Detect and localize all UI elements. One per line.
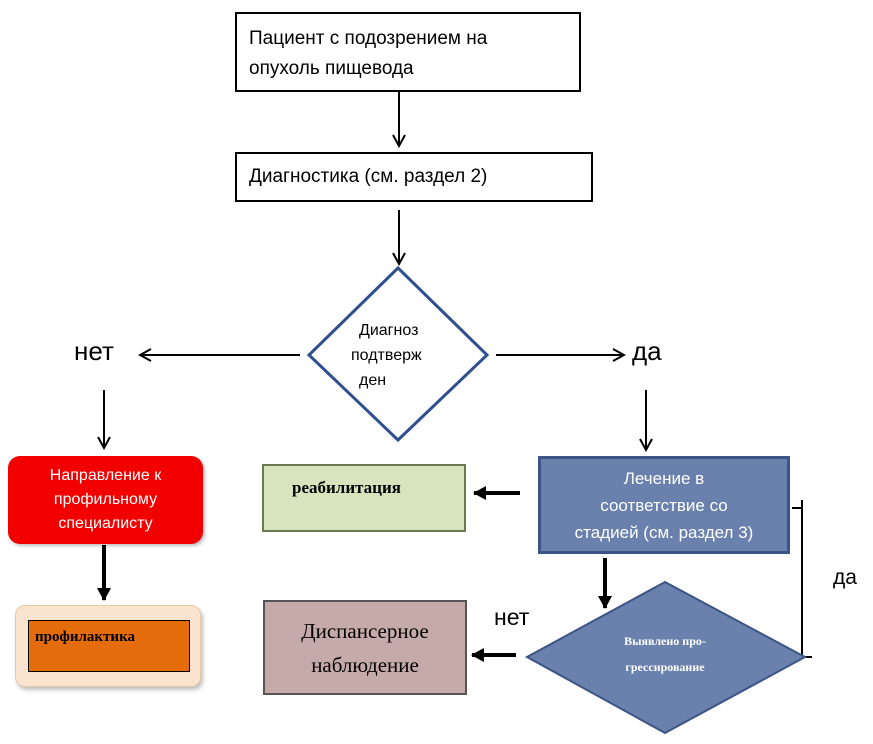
node-referral: Направление к профильному специалисту [8, 456, 203, 544]
node-prophylaxis-frame: профилактика [15, 605, 201, 687]
decision-diamond-progression [524, 580, 808, 735]
node-patient-line1: Пациент с подозрением на [249, 28, 488, 49]
node-diagnostics-label: Диагностика (см. раздел 2) [249, 166, 488, 187]
edge-label-no-bottom: нет [494, 604, 530, 630]
arrow-progression-loop-to-treatment [792, 507, 812, 658]
decision-progression-text: Выявлено про- грессирование [590, 628, 740, 680]
node-dispensary-line1: Диспансерное [301, 618, 429, 643]
edge-label-no-left: нет [74, 336, 114, 366]
node-patient: Пациент с подозрением на опухоль пищевод… [235, 12, 581, 92]
edge-label-yes-loop: да [833, 566, 857, 589]
node-patient-line2: опухоль пищевода [249, 58, 414, 79]
node-dispensary: Диспансерное наблюдение [263, 600, 467, 695]
node-treatment: Лечение в соответствие со стадией (см. р… [538, 456, 790, 554]
node-dispensary-line2: наблюдение [311, 652, 419, 677]
decision-confirmed-line3: ден [359, 372, 387, 389]
node-prophylaxis: профилактика [28, 620, 190, 672]
decision-progression-line2: грессирование [625, 660, 705, 674]
node-rehabilitation: реабилитация [262, 464, 466, 532]
decision-progression-line1: Выявлено про- [624, 634, 706, 648]
edge-label-yes-right: да [632, 336, 662, 366]
decision-confirmed-line2: подтверж [351, 347, 422, 364]
node-rehabilitation-label: реабилитация [292, 478, 401, 497]
node-referral-line3: специалисту [58, 515, 153, 532]
node-treatment-line2: соответствие со [600, 495, 728, 515]
node-diagnostics: Диагностика (см. раздел 2) [235, 152, 593, 202]
node-treatment-line3: стадией (см. раздел 3) [574, 522, 754, 542]
node-referral-line1: Направление к [49, 467, 162, 484]
node-treatment-line1: Лечение в [623, 468, 705, 488]
decision-diamond-confirmed [306, 265, 490, 443]
decision-confirmed-line1: Диагноз [359, 322, 419, 339]
node-prophylaxis-label: профилактика [35, 629, 135, 645]
node-referral-line2: профильному [53, 491, 158, 508]
decision-confirmed-text: Диагноз подтверж ден [349, 318, 449, 393]
